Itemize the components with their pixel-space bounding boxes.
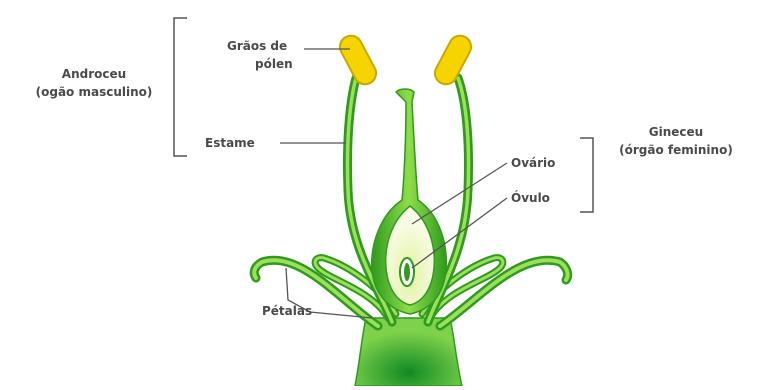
receptacle: [355, 318, 462, 386]
androceu-title: Androceu: [44, 66, 144, 82]
pollen-anthers: [336, 32, 475, 88]
pistil: [372, 89, 447, 314]
ovario-label: Ovário: [511, 155, 555, 171]
gineceu-subtitle: (órgão feminino): [606, 142, 746, 158]
androceu-subtitle: (ogão masculino): [24, 84, 164, 100]
ovulo-label: Óvulo: [511, 190, 550, 206]
graos-de-polen-label-line1: Grãos de: [227, 38, 287, 54]
estame-label: Estame: [205, 135, 255, 151]
gineceu-bracket: [580, 138, 593, 212]
graos-de-polen-label-line2: pólen: [255, 56, 293, 72]
petalas-label: Pétalas: [262, 303, 312, 319]
gineceu-title: Gineceu: [606, 124, 746, 140]
androceu-bracket: [174, 18, 187, 156]
